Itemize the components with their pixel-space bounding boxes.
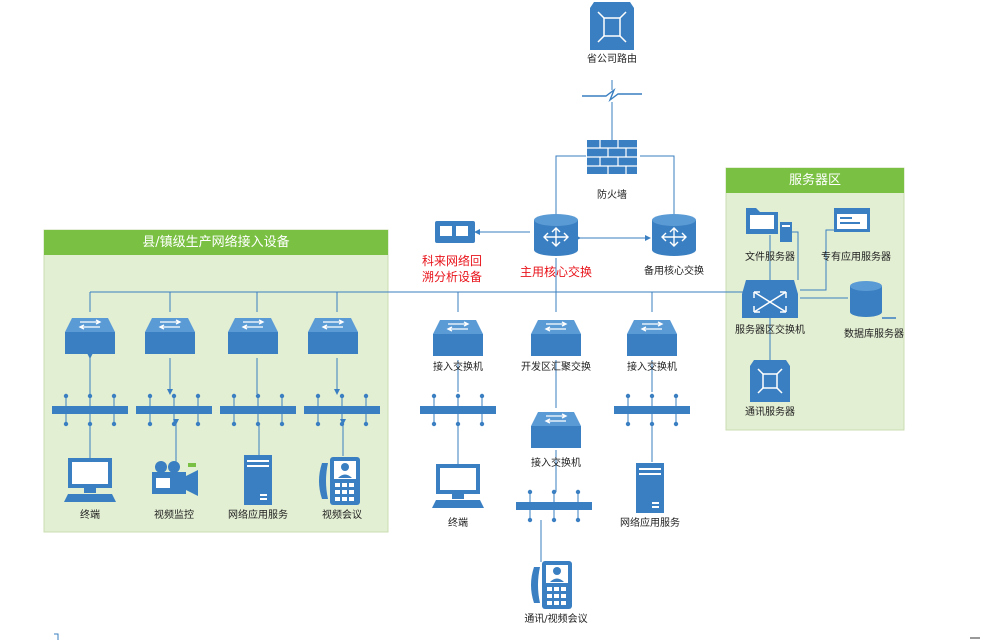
switch-icon: [530, 319, 582, 357]
db-server-label: 数据库服务器: [844, 329, 904, 340]
backup-core-switch-icon: [651, 213, 697, 257]
county-endpoint-label: 视频会议: [322, 510, 362, 521]
trace-device-icon: [435, 221, 475, 243]
county-zone-header: [44, 230, 388, 255]
app-server-label: 专有应用服务器: [821, 252, 891, 263]
bus-icon: [419, 393, 497, 427]
county-endpoint-label: 网络应用服务: [228, 510, 288, 521]
comm-server-icon: [750, 360, 790, 402]
video-camera-icon: [152, 461, 198, 496]
backup-core-label: 备用核心交换: [644, 266, 704, 277]
file-server-label: 文件服务器: [745, 252, 795, 263]
dev-zone-agg-label: 开发区汇聚交换: [521, 362, 591, 373]
terminal-mid-label: 终端: [448, 518, 468, 529]
monitor-icon: [432, 464, 484, 508]
trace-device-label-line1: 科来网络回: [421, 254, 483, 268]
server-icon: [780, 222, 792, 242]
switch-icon: [432, 319, 484, 357]
video-comm-label: 通讯/视频会议: [524, 614, 588, 625]
corner-mark: [54, 633, 59, 640]
server-icon: [244, 455, 272, 505]
province-router-label: 省公司路由: [587, 54, 637, 65]
county-zone-title: 县/镇级生产网络接入设备: [142, 235, 290, 250]
server-zone-header: [726, 168, 904, 193]
firewall-icon: [587, 140, 637, 174]
switch-icon: [227, 317, 279, 355]
trace-device-label-line2: 溯分析设备: [421, 270, 483, 284]
switch-icon: [64, 317, 116, 355]
access-switch-mid-label: 接入交换机: [531, 458, 581, 469]
database-icon: [850, 281, 896, 319]
connection-lines: [87, 80, 848, 562]
bus-icon: [613, 393, 691, 427]
firewall-label: 防火墙: [597, 190, 627, 201]
server-zone-title: 服务器区: [788, 173, 842, 188]
access-switch-right-label: 接入交换机: [627, 362, 677, 373]
access-switch-left-label: 接入交换机: [433, 362, 483, 373]
bus-icon: [515, 489, 593, 523]
monitor-icon: [64, 458, 116, 502]
router-icon: [590, 2, 634, 50]
wan-link-icon: [582, 87, 642, 103]
app-window-icon: [834, 208, 870, 232]
switch-icon: [530, 411, 582, 449]
main-core-switch-icon: [533, 213, 579, 257]
server-switch-icon: [742, 280, 798, 318]
switch-icon: [144, 317, 196, 355]
web-service-right-label: 网络应用服务: [620, 518, 680, 529]
county-endpoint-label: 终端: [80, 510, 100, 521]
main-core-label: 主用核心交换: [519, 265, 593, 279]
server-switch-label: 服务器区交换机: [735, 325, 805, 336]
switch-icon: [626, 319, 678, 357]
server-icon: [636, 463, 664, 513]
switch-icon: [307, 317, 359, 355]
folder-icon: [746, 208, 778, 234]
county-endpoint-label: 视频监控: [154, 510, 194, 521]
video-phone-icon: [319, 457, 360, 505]
trace-device-label: 科来网络回 溯分析设备: [422, 253, 482, 285]
comm-server-label: 通讯服务器: [745, 407, 795, 418]
video-phone-icon: [531, 561, 572, 609]
